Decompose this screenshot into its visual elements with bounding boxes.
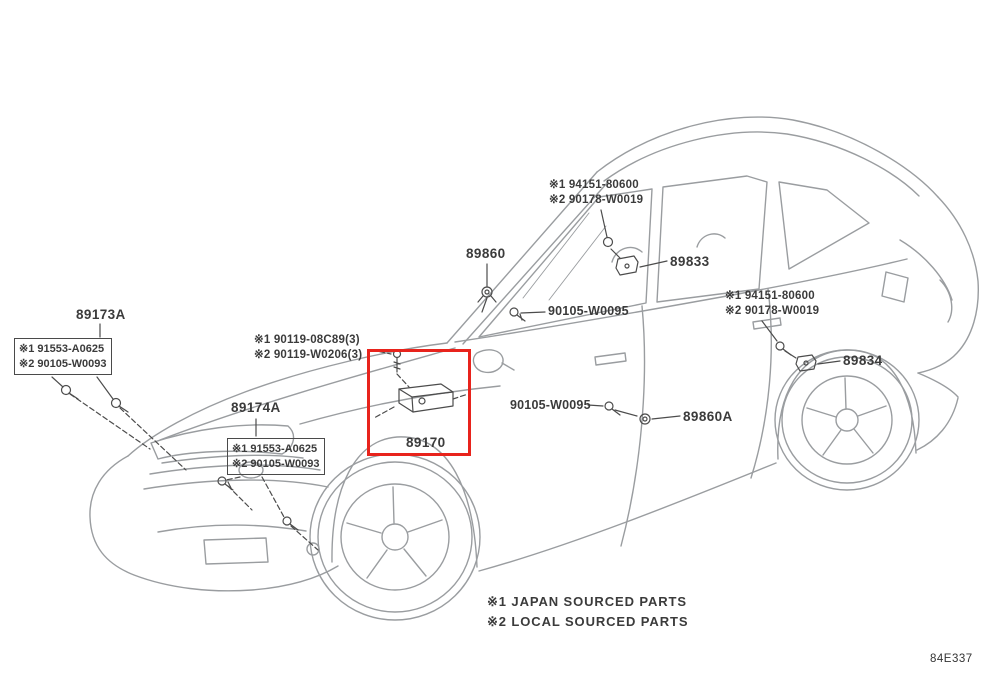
part-label-89174A[interactable]: 89174A <box>231 400 281 415</box>
part-label-89860A[interactable]: 89860A <box>683 409 733 424</box>
alt-part-number[interactable]: ※1 94151-80600 <box>549 179 639 191</box>
figure-code: 84E337 <box>930 653 973 665</box>
alt-part-number[interactable]: ※1 90119-08C89(3) <box>254 334 360 346</box>
part-label-89173A[interactable]: 89173A <box>76 307 126 322</box>
alt-part-number[interactable]: ※2 90105-W0093 <box>232 458 320 470</box>
alt-part-number[interactable]: ※1 91553-A0625 <box>232 443 318 455</box>
alt-parts-box-89173A: ※1 91553-A0625 ※2 90105-W0093 <box>14 338 112 375</box>
part-label-89860[interactable]: 89860 <box>466 246 506 261</box>
part-label-94151-top: ※1 94151-80600 ※2 90178-W0019 <box>549 178 643 208</box>
part-label-90119: ※1 90119-08C89(3) ※2 90119-W0206(3) <box>254 333 362 363</box>
part-label-89834[interactable]: 89834 <box>843 353 883 368</box>
alt-part-number[interactable]: ※2 90178-W0019 <box>549 194 644 206</box>
alt-part-number[interactable]: ※1 94151-80600 <box>725 290 815 302</box>
footnotes: ※1 JAPAN SOURCED PARTS ※2 LOCAL SOURCED … <box>487 592 688 632</box>
alt-part-number[interactable]: ※2 90105-W0093 <box>19 358 107 370</box>
car-body-outline <box>89 116 980 621</box>
part-label-94151-right: ※1 94151-80600 ※2 90178-W0019 <box>725 289 819 319</box>
alt-part-number[interactable]: ※2 90178-W0019 <box>725 305 820 317</box>
part-label-90105-upper[interactable]: 90105-W0095 <box>548 304 629 318</box>
highlight-box-89170 <box>367 349 471 456</box>
footnote-local-sourced: ※2 LOCAL SOURCED PARTS <box>487 614 689 629</box>
fastener-glyphs <box>60 236 817 531</box>
footnote-japan-sourced: ※1 JAPAN SOURCED PARTS <box>487 594 687 609</box>
part-label-89833[interactable]: 89833 <box>670 254 710 269</box>
part-label-89170[interactable]: 89170 <box>406 435 446 450</box>
alt-part-number[interactable]: ※1 91553-A0625 <box>19 343 105 355</box>
alt-parts-box-89174A: ※1 91553-A0625 ※2 90105-W0093 <box>227 438 325 475</box>
part-label-90105-lower[interactable]: 90105-W0095 <box>510 398 591 412</box>
alt-part-number[interactable]: ※2 90119-W0206(3) <box>254 349 363 361</box>
dashed-leader-lines <box>69 349 469 551</box>
